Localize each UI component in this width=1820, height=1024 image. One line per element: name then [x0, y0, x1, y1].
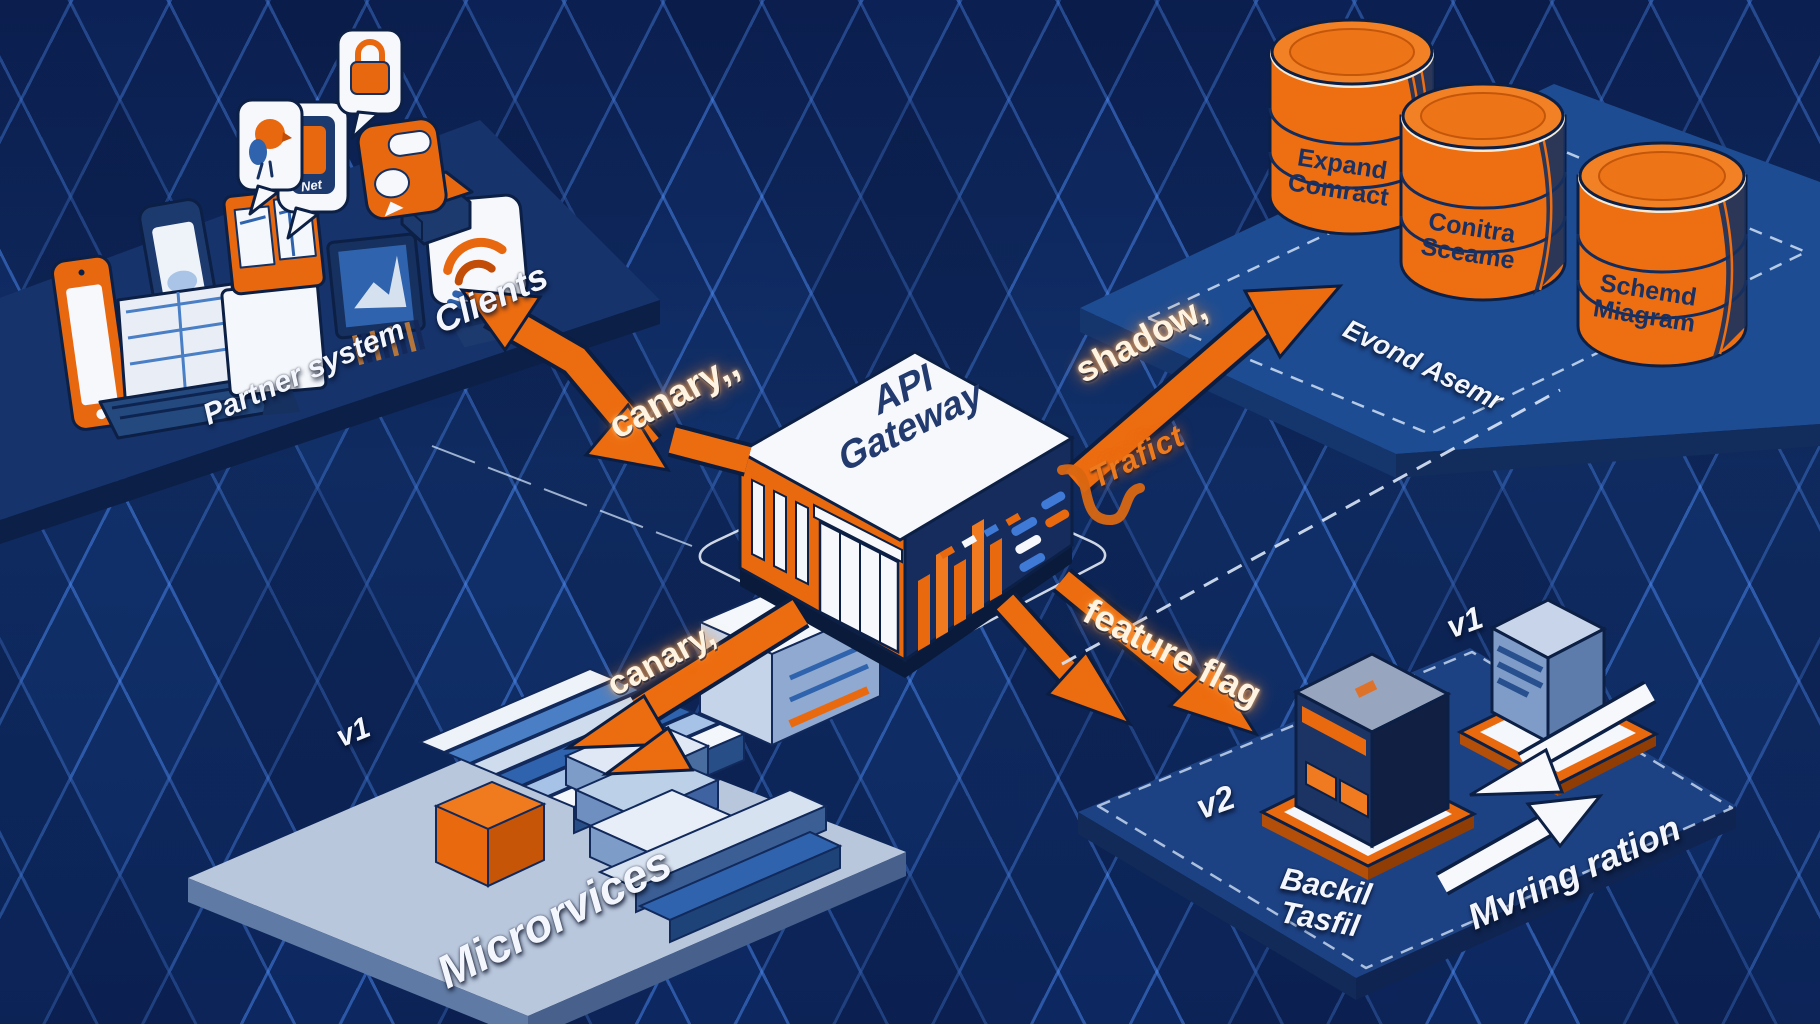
database-cylinders: [1268, 18, 1748, 368]
canary-top-arrow: [458, 288, 753, 477]
gateway-db-dashed-line: [1061, 388, 1561, 666]
client-devices: Net: [51, 28, 529, 440]
arrow-icon: [458, 288, 543, 353]
db-platform-side-front: [1396, 424, 1820, 478]
clients-gateway-connector-line: [431, 445, 693, 547]
arrow-icon: [1469, 747, 1565, 797]
migration-platform-side-right: [1356, 806, 1736, 1000]
arrow-icon: [601, 725, 695, 776]
micro-platform-side-left: [188, 878, 528, 1024]
v2-server: [1258, 652, 1478, 880]
stripes-decoration: [352, 319, 426, 366]
bubble-net-text: Net: [300, 177, 323, 195]
db-platform-dashed-border: [1146, 136, 1808, 436]
micro-platform-side-right: [528, 852, 906, 1024]
migration-platform-side-left: [1078, 812, 1356, 1000]
laptop-icon: [98, 282, 272, 440]
arrow-icon: [583, 402, 672, 473]
traffic-squiggle: [1057, 464, 1145, 526]
arrow-icon: [1242, 284, 1344, 360]
arrow-icon: [562, 693, 675, 750]
bird-icon: [236, 98, 304, 216]
clients-platform-side: [0, 300, 660, 544]
database-icon: [1399, 82, 1567, 302]
canary-bottom-arrow: [562, 596, 810, 776]
arrow-icon: [1525, 794, 1604, 849]
flow-arrows: [458, 284, 1561, 776]
feature-flag-arrows: [993, 568, 1260, 737]
api-gateway: [698, 350, 1107, 678]
migration-arrows: [1435, 680, 1657, 896]
gateway-top-face: [736, 350, 1076, 542]
monitor-icon: [326, 232, 426, 366]
arrow-icon: [1045, 649, 1134, 727]
micro-platform-top: [188, 718, 906, 1016]
arrow-icon: [1167, 661, 1260, 737]
shadow-arrow: [1057, 284, 1344, 526]
smartphone-icon: [51, 254, 132, 431]
microservices-platform: [188, 718, 906, 1024]
db-platform-side-left: [1080, 308, 1396, 478]
app-icon: [356, 117, 448, 221]
database-icon: [1576, 141, 1748, 368]
lock-icon: [336, 28, 404, 140]
